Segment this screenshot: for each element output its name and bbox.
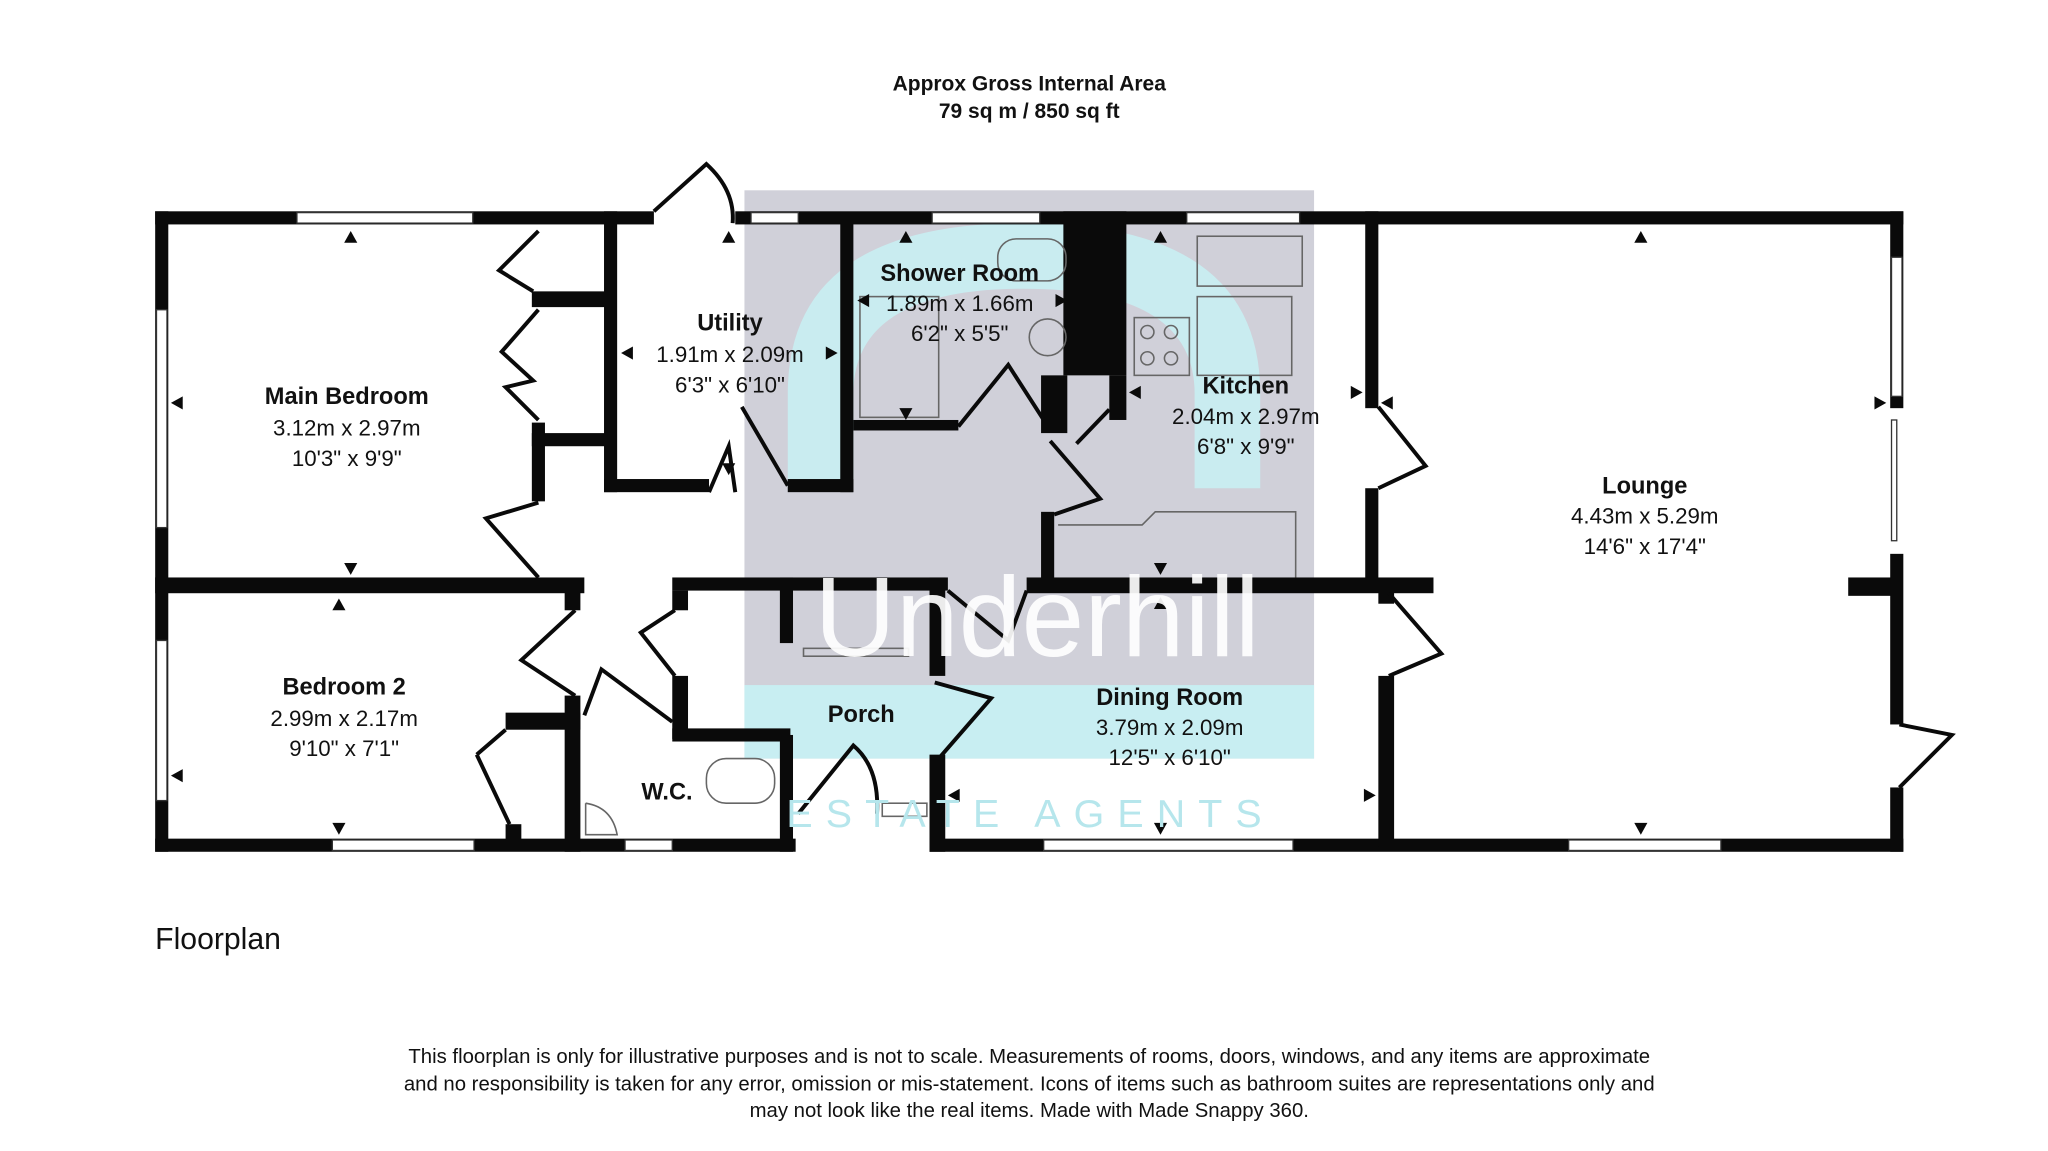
room-bedroom-2: Bedroom 2 2.99m x 2.17m 9'10" x 7'1" — [270, 674, 417, 761]
area-title: Approx Gross Internal Area — [893, 73, 1167, 96]
watermark — [744, 190, 1315, 759]
disclaimer-line-2: and no responsibility is taken for any e… — [404, 1074, 1655, 1096]
room-imperial: 14'6" x 17'4" — [1584, 534, 1706, 559]
corner-basin-icon — [584, 802, 619, 836]
room-lounge: Lounge 4.43m x 5.29m 14'6" x 17'4" — [1571, 473, 1718, 558]
watermark-brand: Underhill — [814, 554, 1259, 680]
room-name: Utility — [697, 311, 763, 337]
room-wc: W.C. — [641, 779, 692, 805]
disclaimer-line-3: may not look like the real items. Made w… — [750, 1100, 1309, 1122]
shower-tray-icon — [859, 295, 940, 419]
room-imperial: 12'5" x 6'10" — [1109, 745, 1231, 770]
room-name: Bedroom 2 — [282, 674, 405, 700]
dimension-arrows — [170, 230, 1887, 835]
room-imperial: 6'8" x 9'9" — [1197, 434, 1294, 459]
room-main-bedroom: Main Bedroom 3.12m x 2.97m 10'3" x 9'9" — [265, 384, 429, 471]
doors — [474, 161, 1956, 826]
toilet-icon — [705, 757, 776, 804]
room-metric: 3.12m x 2.97m — [273, 416, 420, 441]
room-utility: Utility 1.91m x 2.09m 6'3" x 6'10" — [656, 311, 803, 398]
room-metric: 3.79m x 2.09m — [1096, 715, 1243, 740]
room-imperial: 10'3" x 9'9" — [292, 446, 402, 471]
floor-label: Floorplan — [155, 923, 281, 956]
room-shower-room: Shower Room 1.89m x 1.66m 6'2" x 5'5" — [880, 261, 1039, 346]
hob-icon — [1133, 316, 1191, 377]
room-metric: 2.99m x 2.17m — [270, 706, 417, 731]
room-kitchen: Kitchen 2.04m x 2.97m 6'8" x 9'9" — [1172, 374, 1319, 459]
room-imperial: 9'10" x 7'1" — [289, 736, 399, 761]
area-value: 79 sq m / 850 sq ft — [939, 100, 1120, 123]
room-name: Main Bedroom — [265, 384, 429, 410]
sink-icon — [1028, 318, 1067, 357]
windows — [155, 211, 1903, 852]
room-imperial: 6'2" x 5'5" — [911, 321, 1008, 346]
room-metric: 2.04m x 2.97m — [1172, 404, 1319, 429]
basin-icon — [996, 238, 1067, 282]
room-imperial: 6'3" x 6'10" — [675, 372, 785, 397]
room-porch: Porch — [828, 702, 895, 728]
kitchen-sink-icon — [1196, 235, 1304, 287]
watermark-tagline: ESTATE AGENTS — [786, 792, 1274, 836]
disclaimer-line-1: This floorplan is only for illustrative … — [408, 1046, 1650, 1068]
room-name: Shower Room — [880, 261, 1039, 287]
counter-icon — [1196, 295, 1293, 377]
room-name: Lounge — [1602, 473, 1687, 499]
fixtures — [584, 235, 1304, 836]
room-name: Dining Room — [1096, 685, 1243, 711]
room-metric: 1.89m x 1.66m — [886, 291, 1033, 316]
room-metric: 1.91m x 2.09m — [656, 342, 803, 367]
room-name: Kitchen — [1203, 374, 1290, 400]
room-metric: 4.43m x 5.29m — [1571, 504, 1718, 529]
room-dining-room: Dining Room 3.79m x 2.09m 12'5" x 6'10" — [1096, 685, 1243, 770]
